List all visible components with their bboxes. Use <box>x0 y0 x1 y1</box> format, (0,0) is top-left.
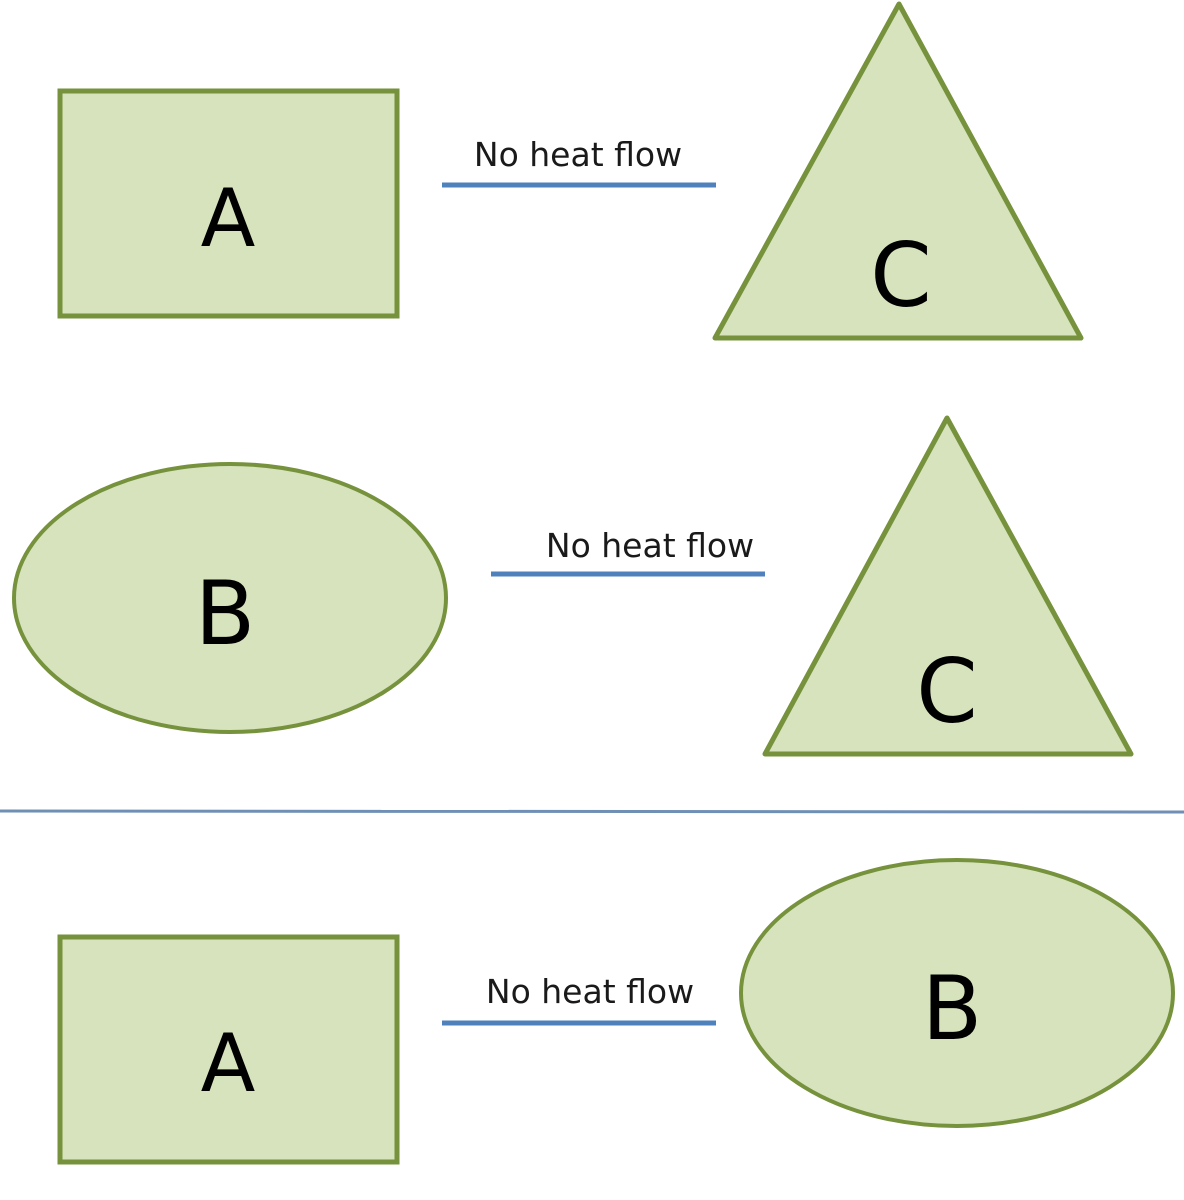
label-c: C <box>916 640 977 743</box>
label-a: A <box>201 172 256 265</box>
connector-label: No heat flow <box>546 526 754 565</box>
triangle-c <box>712 1 1084 341</box>
row-3: A No heat flow B <box>57 858 1175 1165</box>
rectangle-a <box>57 88 400 319</box>
section-divider <box>0 809 1184 814</box>
rectangle-a <box>57 934 400 1165</box>
label-b: B <box>922 957 982 1060</box>
connector-label: No heat flow <box>474 135 682 174</box>
ellipse-b <box>739 858 1175 1128</box>
row-1: A No heat flow C <box>57 1 1084 341</box>
label-c: C <box>870 224 931 327</box>
connector-label: No heat flow <box>486 972 694 1011</box>
ellipse-b <box>12 462 448 734</box>
label-b: B <box>195 562 255 665</box>
label-a: A <box>201 1017 256 1110</box>
row-2: B No heat flow C <box>12 415 1134 757</box>
triangle-c <box>762 415 1134 757</box>
